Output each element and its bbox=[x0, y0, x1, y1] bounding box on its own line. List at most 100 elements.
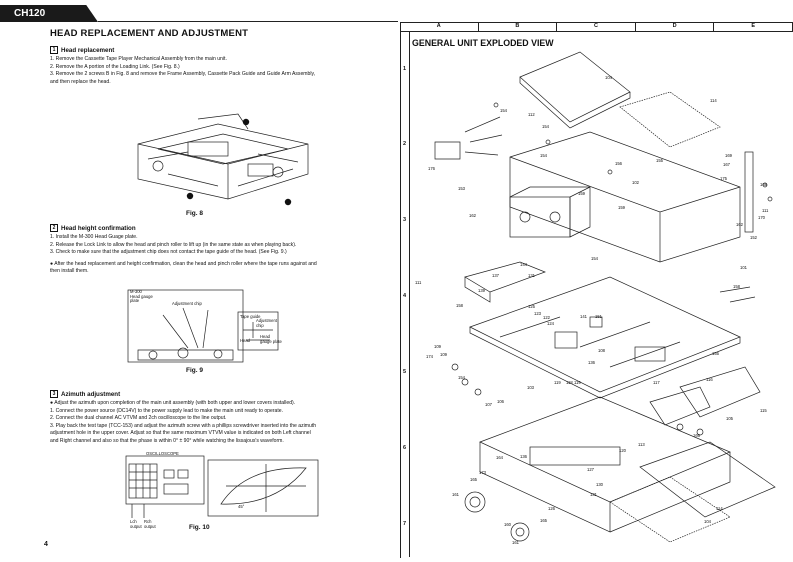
part-number: 154 bbox=[458, 375, 465, 380]
part-number: 115 bbox=[760, 408, 767, 413]
section-number: 1 bbox=[50, 46, 58, 54]
section-azimuth: 3 Azimuth adjustment ● Adjust the azimut… bbox=[50, 390, 395, 446]
section-head-height: 2 Head height confirmation 1. Install th… bbox=[50, 224, 395, 276]
fig10-illustration bbox=[125, 455, 319, 518]
row-number: 2 bbox=[402, 141, 407, 147]
part-number: 165 bbox=[540, 518, 547, 523]
section-header: 1 Head replacement bbox=[50, 46, 395, 54]
part-number: 136 bbox=[588, 360, 595, 365]
part-number: 123 bbox=[534, 311, 541, 316]
part-number: 127 bbox=[587, 467, 594, 472]
part-number: 154 bbox=[542, 124, 549, 129]
part-number: 107 bbox=[485, 402, 492, 407]
page-title: HEAD REPLACEMENT AND ADJUSTMENT bbox=[50, 28, 249, 39]
part-number: 173 bbox=[479, 470, 486, 475]
column-letter: C bbox=[557, 22, 636, 31]
step-line: 3. Play back the test tape (TCC-153) and… bbox=[50, 422, 317, 429]
part-number: 155 bbox=[656, 158, 663, 163]
part-number: 161 bbox=[512, 540, 519, 545]
part-number: 101 bbox=[740, 265, 747, 270]
section-title: Head replacement bbox=[61, 46, 115, 54]
part-number: 118 bbox=[566, 380, 573, 385]
section-title: Head height confirmation bbox=[61, 224, 136, 232]
row-number: 3 bbox=[402, 217, 407, 223]
part-number: 159 bbox=[578, 191, 585, 196]
marker-a-icon bbox=[242, 118, 250, 126]
part-number: 160 bbox=[504, 522, 511, 527]
part-number: 130 bbox=[596, 482, 603, 487]
column-letter: A bbox=[400, 22, 479, 31]
fig10-lch-label: Lch output bbox=[130, 519, 142, 529]
part-number: 136 bbox=[520, 454, 527, 459]
row-number: 4 bbox=[402, 293, 407, 299]
part-number: 114 bbox=[710, 98, 717, 103]
step-line: 2. Connect the dual channel AC VTVM and … bbox=[50, 415, 227, 422]
part-number: 144 bbox=[520, 262, 527, 267]
part-number: 158 bbox=[456, 303, 463, 308]
part-number: 131 bbox=[590, 492, 597, 497]
fig10-rch-label: Rch output bbox=[144, 519, 156, 529]
model-tab: CH120 bbox=[0, 5, 98, 22]
section-number: 3 bbox=[50, 390, 58, 398]
section-header: 2 Head height confirmation bbox=[50, 224, 395, 232]
fig9-headplate-label: Head gauge plate bbox=[260, 334, 282, 344]
step-line: ● Adjust the azimuth upon completion of … bbox=[50, 400, 296, 406]
model-label: CH120 bbox=[14, 8, 46, 19]
part-number: 102 bbox=[632, 180, 639, 185]
part-number: 122 bbox=[543, 315, 550, 320]
step-line: 3. Check to make sure that the adjustmen… bbox=[50, 249, 287, 256]
part-number: 174 bbox=[426, 354, 433, 359]
fig8-caption: Fig. 8 bbox=[186, 210, 203, 217]
row-number: 6 bbox=[402, 445, 407, 451]
step-line: 2. Release the Lock Link to allow the he… bbox=[50, 241, 297, 248]
marker-b-icon bbox=[186, 192, 194, 200]
marker-b-icon bbox=[284, 198, 292, 206]
part-number: 119 bbox=[554, 380, 561, 385]
section-head-replacement: 1 Head replacement 1. Remove the Cassett… bbox=[50, 46, 395, 86]
part-number: 162 bbox=[469, 213, 476, 218]
part-number: 155 bbox=[712, 351, 719, 356]
part-number: 154 bbox=[540, 153, 547, 158]
part-number: 113 bbox=[638, 442, 645, 447]
fig10-angle-label: 45° bbox=[238, 504, 245, 509]
part-number: 154 bbox=[500, 108, 507, 113]
part-number: 111 bbox=[415, 280, 422, 285]
page-number: 4 bbox=[44, 541, 48, 548]
part-number: 169 bbox=[725, 153, 732, 158]
part-number: 161 bbox=[452, 492, 459, 497]
fig9-chip-label: Adjustment chip bbox=[172, 301, 202, 306]
part-number: 104 bbox=[605, 75, 612, 80]
part-number: 109 bbox=[434, 344, 441, 349]
section-number: 2 bbox=[50, 224, 58, 232]
row-numbers: 1 2 3 4 5 6 7 bbox=[400, 31, 410, 557]
step-line: adjustment hole in the upper cover. Adju… bbox=[50, 430, 311, 437]
part-number: 117 bbox=[653, 380, 660, 385]
fig9-plate-label: M-300 Head gauge plate bbox=[130, 289, 153, 304]
part-number: 153 bbox=[458, 186, 465, 191]
part-number: 139 bbox=[478, 288, 485, 293]
part-number: 126 bbox=[548, 506, 555, 511]
part-number: 119 bbox=[574, 380, 581, 385]
exploded-view-title: GENERAL UNIT EXPLODED VIEW bbox=[412, 38, 554, 48]
section-title: Azimuth adjustment bbox=[61, 390, 121, 398]
column-letter: B bbox=[479, 22, 558, 31]
part-number: 154 bbox=[591, 256, 598, 261]
fig8-illustration bbox=[137, 113, 309, 206]
part-number: 131 bbox=[528, 273, 535, 278]
part-number: 158 bbox=[733, 284, 740, 289]
part-number: 152 bbox=[750, 235, 757, 240]
part-number: 103 bbox=[527, 385, 534, 390]
part-number: 120 bbox=[619, 448, 626, 453]
part-number: 176 bbox=[428, 166, 435, 171]
step-line: 1. Connect the power source (DC14V) to t… bbox=[50, 407, 284, 414]
exploded-view-panel: A B C D E 1 2 3 4 5 6 7 GENERAL UNIT EXP… bbox=[400, 22, 793, 562]
note-line: then install them. bbox=[50, 268, 89, 275]
part-number: 109 bbox=[440, 352, 447, 357]
grid-frame bbox=[400, 22, 793, 558]
part-number: 106 bbox=[497, 399, 504, 404]
part-number: 162 bbox=[736, 222, 743, 227]
part-number: 170 bbox=[758, 215, 765, 220]
part-number: 159 bbox=[618, 205, 625, 210]
part-number: 166 bbox=[693, 433, 700, 438]
part-number: 156 bbox=[615, 161, 622, 166]
